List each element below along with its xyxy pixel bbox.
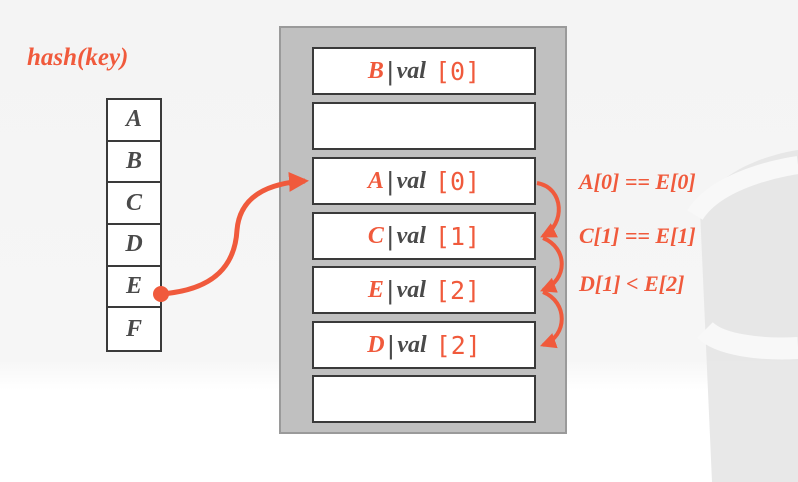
comparison-label: C[1] == E[1] bbox=[579, 223, 696, 248]
key-cell: C bbox=[108, 183, 160, 226]
key-cell: A bbox=[108, 100, 160, 142]
slot-key: A bbox=[367, 167, 384, 194]
key-cell: F bbox=[125, 315, 142, 342]
slot-key: C bbox=[367, 222, 384, 249]
slot-distance: [0] bbox=[434, 166, 481, 196]
hash-slot: C|val [1] bbox=[312, 212, 536, 260]
slot-key: B bbox=[367, 57, 384, 84]
hash-table: B|val[0] A|val[0] C|val[1] E|val[2] D|va… bbox=[279, 26, 567, 434]
slot-value: val bbox=[397, 331, 427, 358]
slot-value: val bbox=[396, 57, 426, 84]
hash-function-label: hash(key) bbox=[27, 44, 129, 71]
slot-separator: | bbox=[386, 220, 394, 251]
hash-slot: A|val [0] bbox=[312, 157, 536, 205]
slot-distance: [2] bbox=[435, 330, 481, 360]
slot-value: val bbox=[396, 222, 426, 249]
slot-value: val bbox=[396, 276, 426, 303]
key-cell: D bbox=[108, 225, 160, 267]
comparison-label: A[0] == E[0] bbox=[579, 169, 696, 194]
hash-slot: D|val [2] bbox=[312, 321, 536, 369]
slot-separator: | bbox=[387, 329, 395, 360]
hash-slot-empty bbox=[312, 102, 536, 150]
hash-slot: E|val [2] bbox=[312, 266, 536, 314]
comparison-label: D[1] < E[2] bbox=[579, 271, 685, 296]
key-list: A B C D E F bbox=[106, 98, 162, 353]
slot-separator: | bbox=[386, 165, 394, 196]
slot-distance: [0] bbox=[434, 56, 481, 86]
slot-value: val bbox=[396, 167, 426, 194]
hash-arrow bbox=[160, 171, 309, 297]
slot-key: D bbox=[367, 331, 385, 358]
slot-key: E bbox=[367, 276, 384, 303]
probe-arrow bbox=[539, 290, 564, 349]
key-cell: B bbox=[108, 142, 160, 184]
slot-distance: [1] bbox=[434, 221, 481, 251]
hash-slot-empty bbox=[312, 375, 536, 423]
probe-arrow bbox=[540, 236, 564, 293]
probe-arrow bbox=[536, 181, 561, 238]
slot-distance: [2] bbox=[434, 275, 481, 305]
slot-separator: | bbox=[386, 274, 394, 305]
key-cell: E bbox=[108, 267, 160, 309]
slot-separator: | bbox=[386, 55, 394, 86]
hash-slot: B|val [0] bbox=[312, 47, 536, 95]
